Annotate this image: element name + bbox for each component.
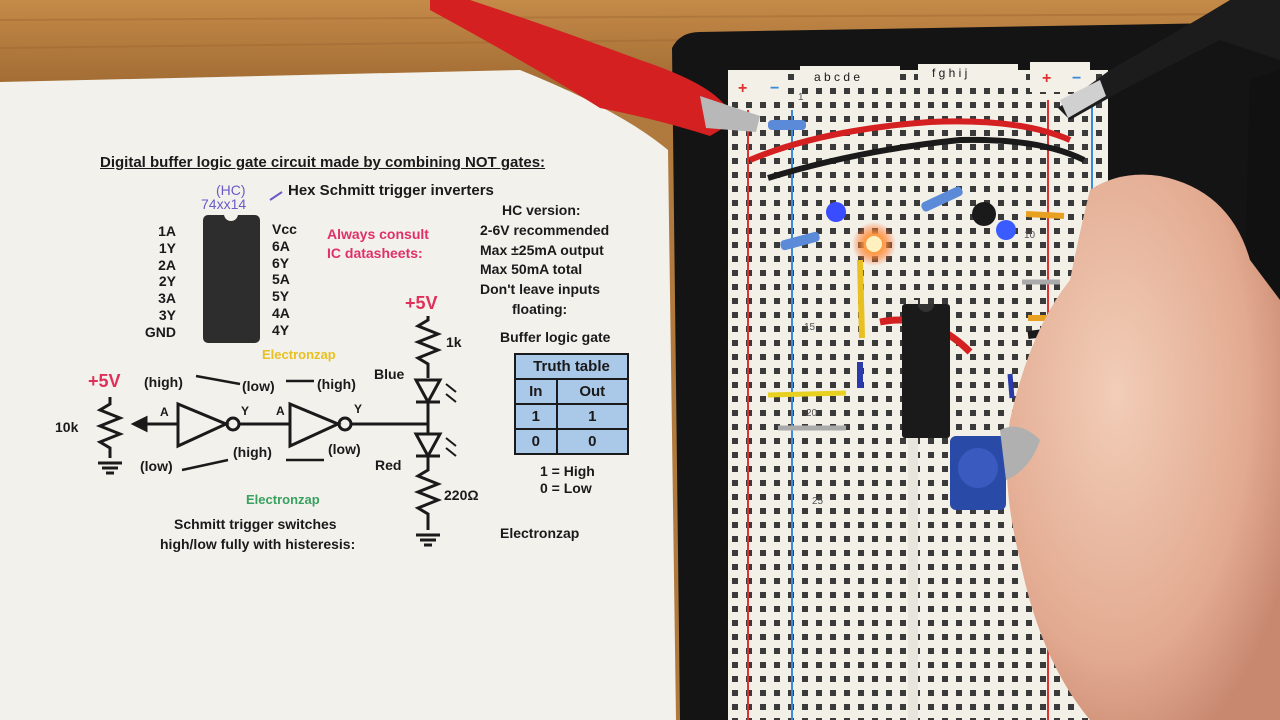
- chip-series: (HC): [216, 182, 246, 198]
- schmitt-note-line-2: high/low fully with histeresis:: [160, 536, 356, 552]
- supply-left: +5V: [88, 371, 121, 391]
- truth-table-header: In: [514, 378, 558, 405]
- arrow-icon: [130, 415, 148, 433]
- diagram-title: Digital buffer logic gate circuit made b…: [100, 154, 546, 171]
- supply-right: +5V: [405, 293, 438, 313]
- gate-output-label: Y: [241, 404, 250, 418]
- truth-table-header: Out: [555, 378, 630, 405]
- resistor-1k-label: 1k: [446, 334, 462, 350]
- gate-output-label: Y: [354, 402, 363, 416]
- note-line: Max 50mA total: [480, 261, 583, 278]
- ic-pinout-chip: [203, 215, 260, 343]
- pin-label: 2A: [158, 256, 176, 273]
- red-clip: [430, 0, 740, 136]
- pin-label: Vcc: [272, 221, 297, 237]
- row-number: 20: [806, 408, 818, 419]
- spec-notes: HC version: 2-6V recommended Max ±25mA o…: [480, 201, 609, 320]
- watermark: Electronzap: [246, 492, 320, 507]
- rail-plus-label: +: [1042, 70, 1052, 87]
- truth-table-title: Truth table: [514, 353, 629, 380]
- pin-label: GND: [144, 323, 176, 340]
- pin-label: 6Y: [272, 254, 290, 271]
- note-line: HC version:: [502, 202, 581, 218]
- state-label: (high): [317, 376, 356, 392]
- red-wire: [748, 118, 1072, 163]
- paper-sheet: [0, 70, 676, 720]
- ic-chip: [902, 304, 950, 438]
- blue-led-2: [996, 220, 1016, 240]
- black-clip: [1058, 0, 1280, 120]
- row-number: 25: [812, 496, 824, 507]
- chip-description: Hex Schmitt trigger inverters: [288, 182, 494, 199]
- pin-label: 3Y: [158, 306, 176, 323]
- resistor-220-symbol: [413, 456, 443, 530]
- resistor-10k-label: 10k: [55, 419, 79, 435]
- gate-input-label: A: [160, 405, 169, 419]
- row-number: 15: [804, 322, 816, 333]
- state-label: (low): [328, 441, 361, 457]
- row-number: 10: [1024, 230, 1036, 241]
- table-row: 0 0: [514, 428, 630, 455]
- blue-led: [826, 202, 846, 222]
- pin-label: 4Y: [272, 321, 290, 338]
- note-line: 2-6V recommended: [480, 221, 610, 238]
- rail-minus-label: −: [1072, 70, 1082, 87]
- truth-table-cell: 1: [514, 403, 558, 430]
- pin-label: 5A: [272, 271, 290, 288]
- chip-part-number: 74xx14: [201, 196, 247, 212]
- rail-plus-label: +: [738, 80, 748, 97]
- watermark: Electronzap: [262, 347, 336, 362]
- state-label: (high): [233, 444, 272, 460]
- note-line: floating:: [512, 300, 568, 317]
- breadboard-columns-right: f g h i j: [932, 66, 968, 80]
- rail-minus-label: −: [770, 80, 780, 97]
- blue-led-label: Blue: [374, 366, 405, 382]
- pin-label: 3A: [158, 290, 176, 307]
- pins-right: Vcc 6A 6Y 5A 5Y 4A 4Y: [272, 221, 297, 339]
- row-number: 1: [798, 92, 804, 103]
- gate-input-label: A: [276, 404, 285, 418]
- resistor: [768, 120, 806, 130]
- note-line: Don't leave inputs: [480, 281, 601, 298]
- warning-line-2: IC datasheets:: [327, 245, 423, 261]
- truth-table-cell: 0: [555, 428, 630, 455]
- breadboard-columns-left: a b c d e: [814, 70, 861, 84]
- truth-table: Truth table In Out 1 1 0 0: [514, 353, 630, 455]
- table-row: 1 1: [514, 403, 630, 430]
- pin-label: 6A: [272, 237, 290, 254]
- watermark: Electronzap: [500, 525, 580, 541]
- resistor-1k-symbol: [413, 316, 443, 378]
- inverter-gate-icon: [176, 401, 230, 449]
- schematic: [95, 191, 457, 547]
- resistor-10k-symbol: [95, 397, 125, 458]
- ic-notch: [224, 213, 238, 221]
- state-label: (high): [144, 374, 183, 390]
- state-label: (low): [242, 378, 275, 394]
- red-led-label: Red: [375, 457, 402, 473]
- pins-left: 1A 1Y 2A 2Y 3A 3Y GND: [140, 223, 176, 341]
- blue-led-symbol: [413, 378, 443, 406]
- pin-label: 2Y: [158, 273, 176, 290]
- schmitt-note-line-1: Schmitt trigger switches: [174, 516, 337, 532]
- note-line: Max ±25mA output: [480, 241, 604, 258]
- inverter-gate-icon: [288, 401, 342, 449]
- resistor-220-label: 220Ω: [444, 487, 479, 503]
- truth-table-cell: 1: [555, 403, 630, 430]
- pin-label: 4A: [272, 304, 290, 321]
- warning-line-1: Always consult: [327, 226, 429, 242]
- pin-label: 1Y: [158, 239, 176, 256]
- hand: [1006, 174, 1280, 720]
- state-label: (low): [140, 458, 173, 474]
- pin-label: 5Y: [272, 288, 290, 305]
- legend-low: 0 = Low: [540, 480, 592, 496]
- legend-high: 1 = High: [540, 463, 595, 479]
- buffer-heading: Buffer logic gate: [500, 329, 611, 345]
- red-led-symbol: [413, 432, 443, 460]
- truth-table-cell: 0: [514, 428, 558, 455]
- pin-label: 1A: [158, 223, 176, 239]
- black-wire: [767, 136, 1086, 181]
